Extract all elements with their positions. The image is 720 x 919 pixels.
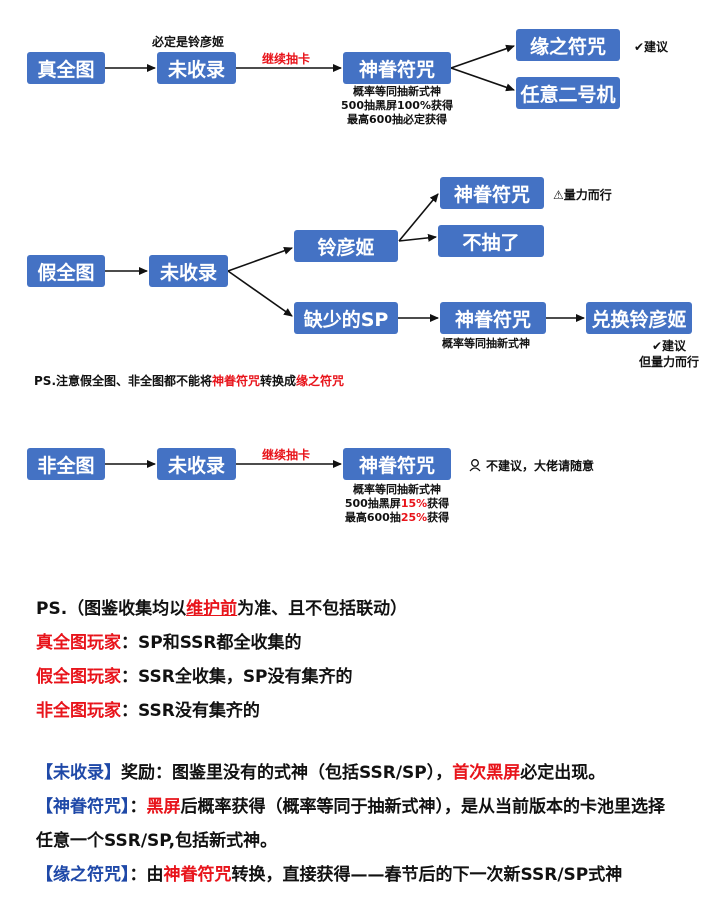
note-caution: ⚠量力而行 bbox=[553, 188, 612, 202]
n3-l3b: 25% bbox=[400, 511, 428, 524]
edge-label-continue-3: 继续抽卡 bbox=[262, 448, 311, 462]
notes-blessing-3-line3: 最高600抽25%获得 bbox=[330, 511, 464, 525]
node-fate-charm: 缘之符咒 bbox=[516, 29, 620, 61]
edge-label-continue-1: 继续抽卡 bbox=[262, 52, 311, 66]
note-true-a: 真全图玩家 bbox=[36, 633, 121, 653]
note-within-means: 但量力而行 bbox=[639, 355, 700, 369]
note-recommend-1: ✔建议 bbox=[634, 40, 669, 54]
note-true-b: ：SP和SSR都全收集的 bbox=[121, 633, 302, 653]
note-fake-player: 假全图玩家：SSR全收集，SP没有集齐的 bbox=[36, 660, 407, 694]
ps-warning: PS.注意假全图、非全图都不能将神眷符咒转换成缘之符咒 bbox=[34, 372, 344, 389]
node-non-full: 非全图 bbox=[27, 448, 105, 480]
node-unrecorded-1: 未收录 bbox=[157, 52, 236, 84]
arrow-s1-3 bbox=[450, 44, 515, 69]
note-non-b: ：SSR没有集齐的 bbox=[121, 701, 260, 721]
note-true-player: 真全图玩家：SP和SSR都全收集的 bbox=[36, 626, 407, 660]
node-blessing-2b: 神眷符咒 bbox=[440, 302, 546, 334]
notes-blessing-1-line3: 最高600抽必定获得 bbox=[347, 113, 447, 126]
def-u1-a: 【未收录】 bbox=[36, 763, 121, 783]
note-ps-b: 维护前 bbox=[186, 599, 238, 619]
def-u3-a: 【缘之符咒】 bbox=[36, 865, 130, 885]
notes-blessing-2b: 概率等同抽新式神 bbox=[442, 337, 530, 350]
node-blessing-2a: 神眷符咒 bbox=[440, 177, 544, 209]
def-u1-d: 必定出现。 bbox=[520, 763, 606, 783]
notes-blessing-1-line2: 500抽黑屏100%获得 bbox=[341, 99, 453, 112]
note-fake-b: ：SSR全收集，SP没有集齐的 bbox=[121, 667, 353, 687]
note-non-a: 非全图玩家 bbox=[36, 701, 121, 721]
def-unrecorded: 【未收录】奖励：图鉴里没有的式神（包括SSR/SP），首次黑屏必定出现。 bbox=[36, 756, 665, 790]
n3-l2c: 获得 bbox=[427, 497, 450, 510]
node-missing-sp: 缺少的SP bbox=[294, 302, 398, 334]
node-blessing-1: 神眷符咒 bbox=[343, 52, 451, 84]
node-exchange: 兑换铃彦姬 bbox=[586, 302, 692, 334]
definitions: 【未收录】奖励：图鉴里没有的式神（包括SSR/SP），首次黑屏必定出现。 【神眷… bbox=[36, 756, 665, 892]
label-must-be: 必定是铃彦姬 bbox=[152, 35, 225, 49]
def-u2-a: 【神眷符咒】 bbox=[36, 797, 130, 817]
node-unrecorded-3: 未收录 bbox=[157, 448, 236, 480]
ps-warning-b: 神眷符咒 bbox=[212, 374, 261, 388]
def-u3-c: 神眷符咒 bbox=[163, 865, 232, 885]
def-u3-d: 转换，直接获得——春节后的下一次新SSR/SP式神 bbox=[231, 865, 623, 885]
n3-l3a: 最高600抽 bbox=[344, 511, 401, 524]
def-u2-b: ： bbox=[129, 797, 147, 817]
def-u1-b: 奖励：图鉴里没有的式神（包括SSR/SP）， bbox=[121, 763, 453, 783]
notes-blessing-3: 概率等同抽新式神 500抽黑屏15%获得 最高600抽25%获得 bbox=[330, 483, 464, 525]
arrow-s2-4 bbox=[398, 193, 439, 242]
note-ps-c: 为准、且不包括联动） bbox=[237, 599, 408, 619]
node-fake-full: 假全图 bbox=[27, 255, 105, 287]
node-stop: 不抽了 bbox=[438, 225, 544, 257]
arrow-s2-2 bbox=[227, 246, 293, 272]
def-u1-c: 首次黑屏 bbox=[452, 763, 521, 783]
def-blessing-cont: 任意一个SSR/SP,包括新式神。 bbox=[36, 831, 278, 851]
notes-blessing-3-line1: 概率等同抽新式神 bbox=[353, 483, 441, 496]
def-blessing: 【神眷符咒】：黑屏后概率获得（概率等同于抽新式神），是从当前版本的卡池里选择 bbox=[36, 790, 665, 824]
def-u3-b: ：由 bbox=[129, 865, 164, 885]
arrow-s2-3 bbox=[227, 270, 293, 317]
note-fake-a: 假全图玩家 bbox=[36, 667, 121, 687]
def-u2-d: 后概率获得（概率等同于抽新式神），是从当前版本的卡池里选择 bbox=[180, 797, 666, 817]
notes-blessing-1: 概率等同抽新式神 500抽黑屏100%获得 最高600抽必定获得 bbox=[330, 85, 464, 127]
arrow-s1-4 bbox=[450, 67, 515, 92]
node-lingyanji: 铃彦姬 bbox=[294, 230, 398, 262]
notes-blessing-1-line1: 概率等同抽新式神 bbox=[353, 85, 441, 98]
note-recommend-2: ✔建议 bbox=[652, 339, 687, 353]
note-not-recommended: 不建议，大佬请随意 bbox=[486, 459, 595, 473]
node-blessing-3: 神眷符咒 bbox=[343, 448, 451, 480]
node-true-full: 真全图 bbox=[27, 52, 105, 84]
ps-warning-d: 缘之符咒 bbox=[296, 374, 345, 388]
note-ps: PS.（图鉴收集均以维护前为准、且不包括联动） bbox=[36, 592, 407, 626]
person-icon bbox=[469, 459, 481, 472]
note-non-player: 非全图玩家：SSR没有集齐的 bbox=[36, 694, 407, 728]
node-any-unit: 任意二号机 bbox=[516, 77, 620, 109]
arrow-s2-5 bbox=[398, 233, 437, 242]
n3-l2b: 15% bbox=[400, 497, 428, 510]
n3-l3c: 获得 bbox=[427, 511, 450, 524]
legend-notes: PS.（图鉴收集均以维护前为准、且不包括联动） 真全图玩家：SP和SSR都全收集… bbox=[36, 592, 407, 728]
n3-l2a: 500抽黑屏 bbox=[344, 497, 401, 510]
notes-blessing-3-line2: 500抽黑屏15%获得 bbox=[330, 497, 464, 511]
node-unrecorded-2: 未收录 bbox=[149, 255, 228, 287]
def-fate: 【缘之符咒】：由神眷符咒转换，直接获得——春节后的下一次新SSR/SP式神 bbox=[36, 858, 665, 892]
ps-warning-c: 转换成 bbox=[260, 374, 297, 388]
def-u2-c: 黑屏 bbox=[146, 797, 181, 817]
note-ps-a: PS.（图鉴收集均以 bbox=[36, 599, 187, 619]
ps-warning-a: PS.注意假全图、非全图都不能将 bbox=[34, 374, 212, 388]
